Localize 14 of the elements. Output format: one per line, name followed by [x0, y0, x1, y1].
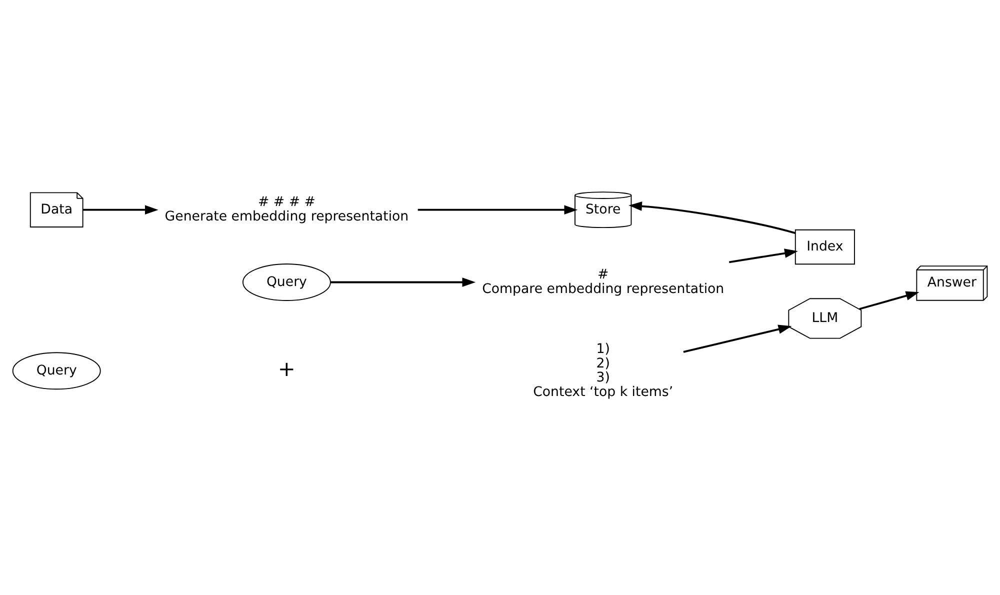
arrow [728, 248, 798, 264]
node-text: # Compare embedding representation [482, 268, 724, 297]
node-text: # # # # Generate embedding representation [164, 195, 409, 224]
arrow [859, 291, 920, 310]
node-ellipse: Query [12, 352, 101, 390]
arrow [628, 202, 796, 234]
node-box: Index [794, 229, 855, 265]
arrow [82, 205, 158, 214]
arrow [683, 324, 792, 353]
node-ellipse: Query [242, 264, 331, 301]
node-text: 1) 2) 3) Context ‘top k items’ [533, 342, 674, 400]
label: + [278, 357, 296, 382]
arrow [330, 278, 476, 287]
arrow [418, 205, 578, 214]
